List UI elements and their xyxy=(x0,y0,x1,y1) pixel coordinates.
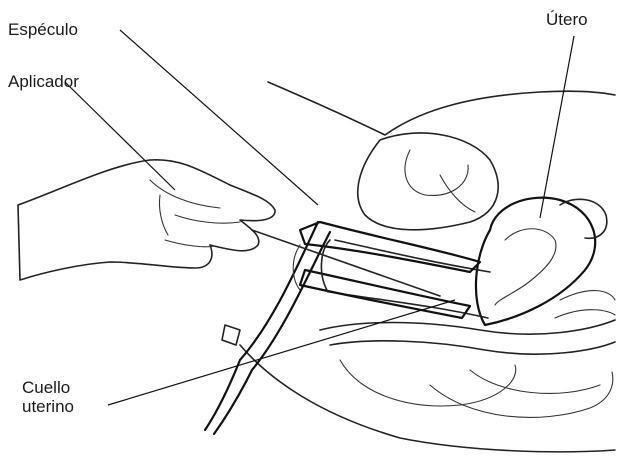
intestine-loop-2 xyxy=(430,372,613,417)
hand-knuckle xyxy=(159,195,168,235)
body-contour-lower xyxy=(240,345,615,452)
leader-cervix xyxy=(108,300,455,405)
bladder-inner xyxy=(405,150,468,195)
intestine-loop-3 xyxy=(470,370,600,393)
intestine-loop-1 xyxy=(340,360,516,406)
speculum-screw xyxy=(222,325,240,345)
applicator-rod xyxy=(252,230,440,296)
leader-uterus xyxy=(540,36,574,218)
leader-applicator xyxy=(65,82,175,190)
label-cervix-line2: uterino xyxy=(22,397,74,416)
hand-finger-1 xyxy=(150,180,220,208)
bladder xyxy=(358,133,498,230)
uterus xyxy=(476,198,595,325)
label-speculum: Espéculo xyxy=(8,20,78,39)
uterus-cavity xyxy=(495,229,556,305)
hand-finger-3 xyxy=(165,240,215,247)
sacrum xyxy=(555,291,615,318)
label-applicator: Aplicador xyxy=(8,72,79,91)
label-uterus: Útero xyxy=(546,10,588,29)
fallopian-tube xyxy=(560,199,607,238)
hand-finger-2 xyxy=(175,215,240,223)
body-contour-upper xyxy=(268,82,615,135)
hand-outline xyxy=(18,160,275,280)
label-cervix-line1: Cuello xyxy=(22,378,70,397)
rectum-inner xyxy=(330,341,615,354)
